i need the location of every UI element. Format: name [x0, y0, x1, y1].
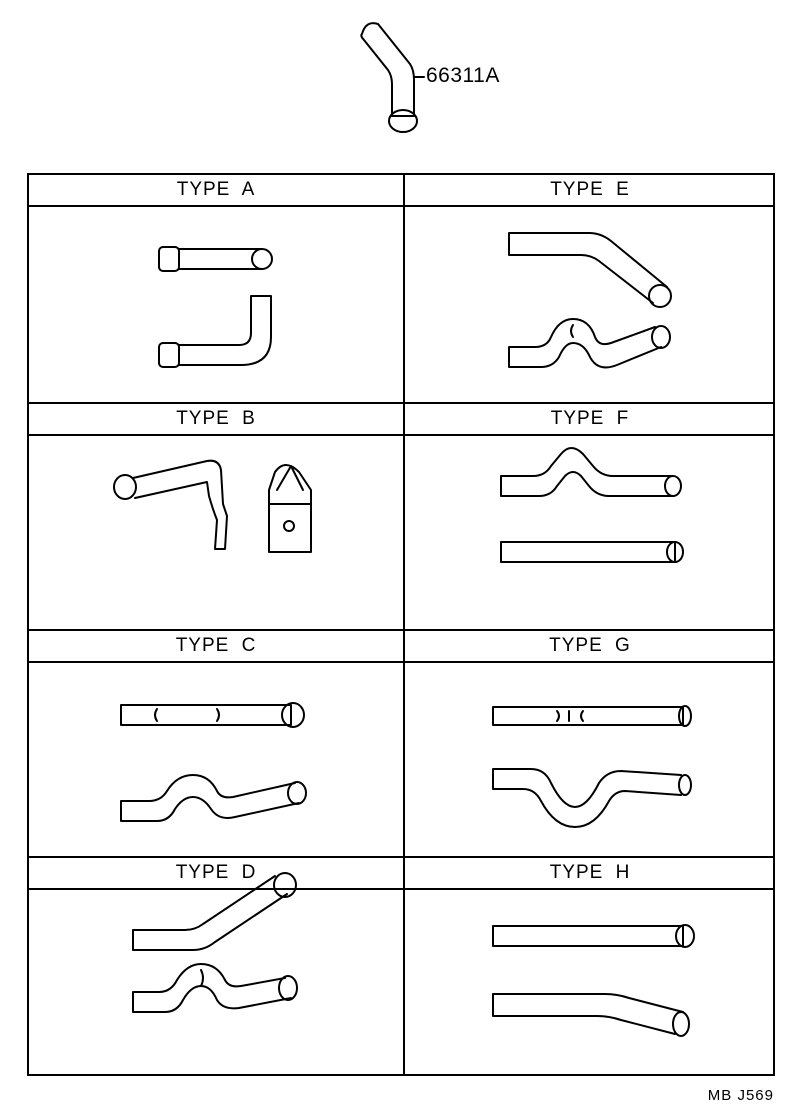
type-h-drawing: [492, 924, 695, 1037]
type-c-heading: TYPE C: [29, 631, 403, 663]
hose-66311a-illustration: [360, 22, 425, 133]
type-g-cell: TYPE G: [405, 631, 775, 856]
type-f-drawing: [500, 447, 684, 563]
type-f-heading: TYPE F: [405, 404, 775, 436]
table-divider-row3: [29, 856, 773, 858]
type-b-drawing: [113, 459, 312, 553]
type-a-heading: TYPE A: [29, 175, 403, 207]
part-number-label: 66311A: [426, 64, 500, 87]
type-table: TYPE A TYPE E TYPE B: [27, 173, 775, 1076]
type-b-cell: TYPE B: [29, 404, 403, 629]
type-c-drawing: [120, 702, 307, 822]
type-h-heading: TYPE H: [405, 858, 775, 890]
type-b-heading: TYPE B: [29, 404, 403, 436]
type-e-cell: TYPE E: [405, 175, 775, 402]
type-d-drawing: [132, 872, 298, 1013]
type-e-heading: TYPE E: [405, 175, 775, 207]
drawing-code: MB J569: [707, 1087, 774, 1104]
type-a-drawing: [158, 246, 273, 368]
type-c-cell: TYPE C: [29, 631, 403, 856]
type-d-heading: TYPE D: [29, 858, 403, 890]
type-g-drawing: [492, 705, 692, 828]
table-divider-row2: [29, 629, 773, 631]
type-h-cell: TYPE H: [405, 858, 775, 1076]
table-divider-row1: [29, 402, 773, 404]
type-g-heading: TYPE G: [405, 631, 775, 663]
type-d-cell: TYPE D: [29, 858, 403, 1076]
type-e-drawing: [508, 232, 672, 369]
type-a-cell: TYPE A: [29, 175, 403, 402]
type-f-cell: TYPE F: [405, 404, 775, 629]
table-divider-vertical: [403, 175, 405, 1074]
